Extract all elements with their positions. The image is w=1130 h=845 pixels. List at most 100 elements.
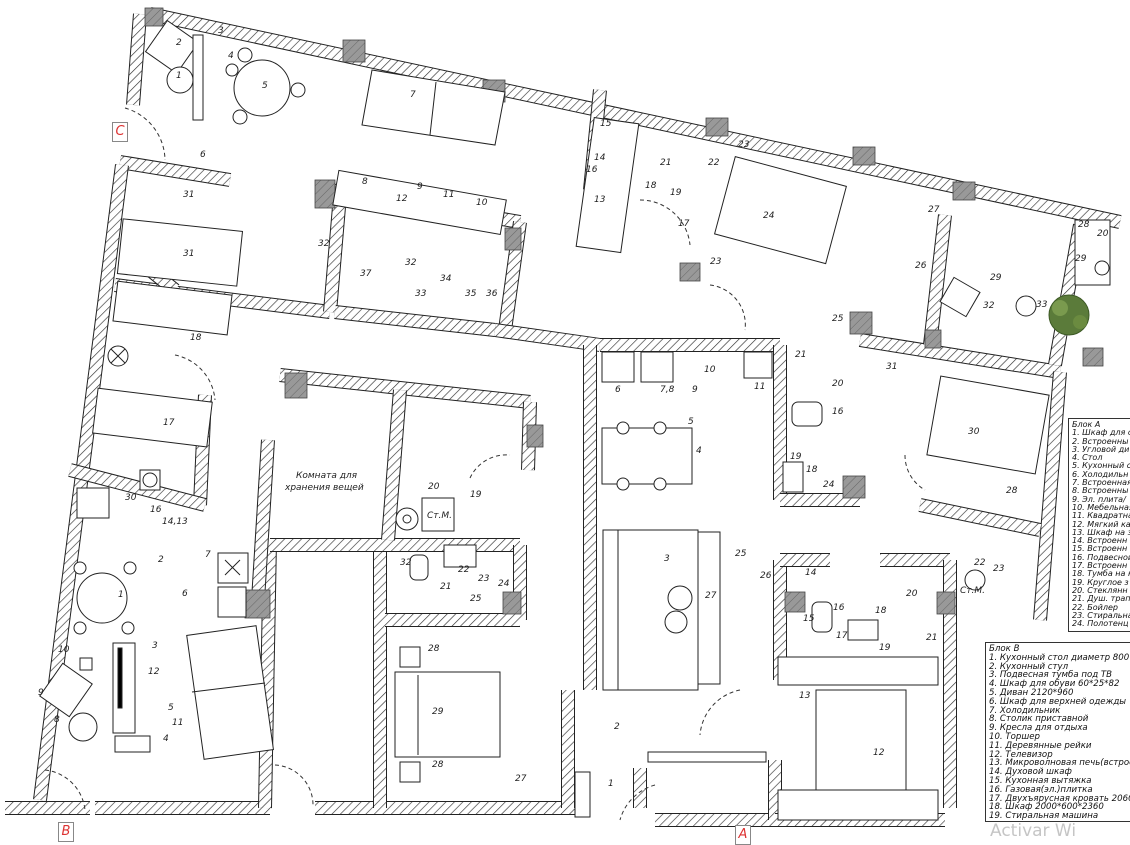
item-number-label: 14,13 xyxy=(162,517,188,527)
item-number-label: 9 xyxy=(417,182,423,192)
legend-item: 23. Стиральна xyxy=(1072,610,1130,620)
legend-item: 3. Угловой ди xyxy=(1072,444,1130,454)
item-number-label: 4 xyxy=(696,446,702,456)
item-number-label: 9 xyxy=(38,688,44,698)
legend-item: 9. Эл. плита/ xyxy=(1072,494,1126,504)
wardrobe-block-a xyxy=(575,117,640,254)
item-number-label: 8 xyxy=(54,715,60,725)
item-number-label: 5 xyxy=(688,417,694,427)
wood-slats xyxy=(192,34,204,121)
item-number-label: 20 xyxy=(428,482,440,492)
item-number-label: 24 xyxy=(763,211,775,221)
item-number-label: 11 xyxy=(754,382,765,392)
item-number-label: 10 xyxy=(476,198,488,208)
item-number-label: 15 xyxy=(600,119,612,129)
item-number-label: 16 xyxy=(150,505,162,515)
legend-item: 9. Кресла для отдыха xyxy=(989,723,1088,734)
legend-item: 15. Встроенн xyxy=(1072,544,1128,554)
item-number-label: 18 xyxy=(645,181,657,191)
item-number-label: 17 xyxy=(836,631,848,641)
item-number-label: 32 xyxy=(983,301,995,311)
item-number-label: 2 xyxy=(176,38,182,48)
item-number-label: 13 xyxy=(594,195,606,205)
tv-stand xyxy=(112,642,136,734)
toilet xyxy=(409,554,429,581)
item-number-label: 21 xyxy=(660,158,671,168)
item-number-label: 19 xyxy=(670,188,682,198)
bed-29 xyxy=(394,671,501,758)
item-number-label: 32 xyxy=(400,558,412,568)
sofa-5 xyxy=(186,625,274,760)
legend-item: 10. Торшер xyxy=(989,731,1040,742)
item-number-label: 5 xyxy=(168,703,174,713)
armchair-32 xyxy=(939,276,981,318)
wall xyxy=(324,194,346,313)
item-number-label: 36 xyxy=(486,289,498,299)
legend-item: 24. Полотенц xyxy=(1072,619,1129,629)
item-number-label: 21 xyxy=(440,582,451,592)
item-number-label: 27 xyxy=(705,591,717,601)
legend-item: 6. Шкаф для верхней одежды xyxy=(989,696,1127,707)
legend-title: Блок А xyxy=(1072,420,1101,429)
wall xyxy=(259,539,276,809)
legend-item: 17. Двухъярусная кровать 2060*9 xyxy=(989,793,1130,804)
wardrobe-6 xyxy=(217,586,247,618)
item-number-label: 14 xyxy=(594,153,606,163)
item-number-label: 12 xyxy=(873,748,885,758)
nightstand xyxy=(399,761,421,783)
item-number-label: 20 xyxy=(1097,229,1109,239)
item-number-label: 4 xyxy=(228,51,234,61)
legend-item: 3. Подвесная тумба под ТВ xyxy=(989,670,1113,681)
item-number-label: 7 xyxy=(205,550,211,560)
item-number-label: 24 xyxy=(823,480,835,490)
item-number-label: 3 xyxy=(218,26,224,36)
item-number-label: 20 xyxy=(832,379,844,389)
item-number-label: 37 xyxy=(360,269,372,279)
item-number-label: 13 xyxy=(799,691,811,701)
legend-item: 6. Холодильн xyxy=(1072,469,1129,479)
legend-item: 7. Холодильник xyxy=(989,705,1061,716)
legend-item: 1. Кухонный стол диаметр 800 xyxy=(989,652,1130,663)
item-number-label: 18 xyxy=(875,606,887,616)
wall xyxy=(68,464,207,511)
legend-item: 8. Встроенны xyxy=(1072,486,1129,496)
round-table xyxy=(233,59,291,117)
item-number-label: 16 xyxy=(832,407,844,417)
legend-item: 5. Диван 2120*960 xyxy=(989,687,1074,698)
item-number-label: 29 xyxy=(990,273,1002,283)
item-number-label: 2 xyxy=(158,555,164,565)
item-number-label: 23 xyxy=(478,574,490,584)
section-marker-b: B xyxy=(58,822,74,842)
legend-item: 1. Шкаф для о xyxy=(1072,428,1130,438)
item-number-label: 31 xyxy=(183,249,194,259)
wall xyxy=(119,156,231,186)
legend-item: 5. Кухонный с xyxy=(1072,461,1130,471)
boiler-b xyxy=(964,569,986,591)
shoe-cabinet-1 xyxy=(574,771,591,818)
item-number-label: 35 xyxy=(465,289,477,299)
legend-item: 16. Газовая(эл.)плитка xyxy=(989,784,1093,795)
item-number-label: 21 xyxy=(926,633,937,643)
item-number-label: 25 xyxy=(470,594,482,604)
legend-item: 14. Встроенн xyxy=(1072,536,1128,546)
item-number-label: 4 xyxy=(163,734,169,744)
item-number-label: 11 xyxy=(443,190,454,200)
item-number-label: 16 xyxy=(833,603,845,613)
item-number-label: 26 xyxy=(915,261,927,271)
washer-label: Ст.М. xyxy=(427,511,452,521)
item-number-label: 19 xyxy=(879,643,891,653)
wall xyxy=(924,214,951,346)
item-number-label: 2 xyxy=(614,722,620,732)
item-number-label: 1 xyxy=(608,779,614,789)
item-number-label: 6 xyxy=(615,385,621,395)
activation-watermark: Activar Wi xyxy=(990,821,1077,841)
legend-item: 7. Встроенная xyxy=(1072,478,1130,488)
item-number-label: 14 xyxy=(805,568,817,578)
legend-item: 11. Квадратна xyxy=(1072,511,1130,521)
legend-item: 16. Подвесной xyxy=(1072,552,1130,562)
item-number-label: 31 xyxy=(183,190,194,200)
item-number-label: 28 xyxy=(1006,486,1018,496)
wall xyxy=(279,369,531,408)
